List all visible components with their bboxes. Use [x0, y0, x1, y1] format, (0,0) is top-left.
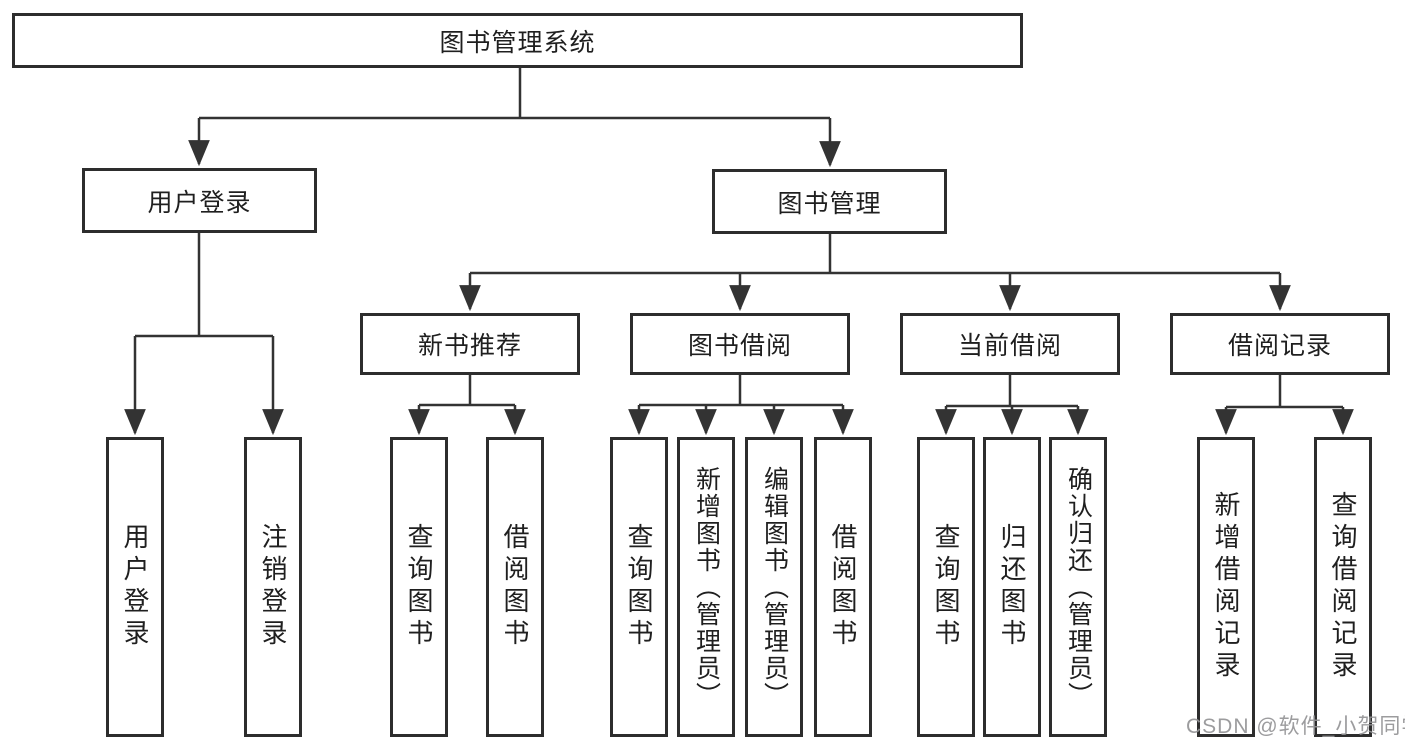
leaf-borrow-books-recommend: 借阅图书	[486, 437, 544, 737]
node-borrow-records: 借阅记录	[1170, 313, 1390, 375]
leaf-user-login: 用户登录	[106, 437, 164, 737]
leaf-query-books-recommend: 查询图书	[390, 437, 448, 737]
leaf-add-borrow-record: 新增借阅记录	[1197, 437, 1255, 737]
leaf-query-books-current: 查询图书	[917, 437, 975, 737]
node-book-management: 图书管理	[712, 169, 947, 234]
leaf-borrow-books: 借阅图书	[814, 437, 872, 737]
node-user-login: 用户登录	[82, 168, 317, 233]
node-library-management-system: 图书管理系统	[12, 13, 1023, 68]
csdn-watermark: CSDN @软件_小贺同学	[1186, 715, 1405, 738]
leaf-edit-book-admin: 编辑图书（管理员）	[745, 437, 803, 737]
node-book-borrow: 图书借阅	[630, 313, 850, 375]
node-current-borrow: 当前借阅	[900, 313, 1120, 375]
leaf-confirm-return-admin: 确认归还（管理员）	[1049, 437, 1107, 737]
leaf-add-book-admin: 新增图书（管理员）	[677, 437, 735, 737]
leaf-logout: 注销登录	[244, 437, 302, 737]
node-new-book-recommend: 新书推荐	[360, 313, 580, 375]
leaf-query-borrow-record: 查询借阅记录	[1314, 437, 1372, 737]
leaf-query-books-borrow: 查询图书	[610, 437, 668, 737]
leaf-return-book: 归还图书	[983, 437, 1041, 737]
